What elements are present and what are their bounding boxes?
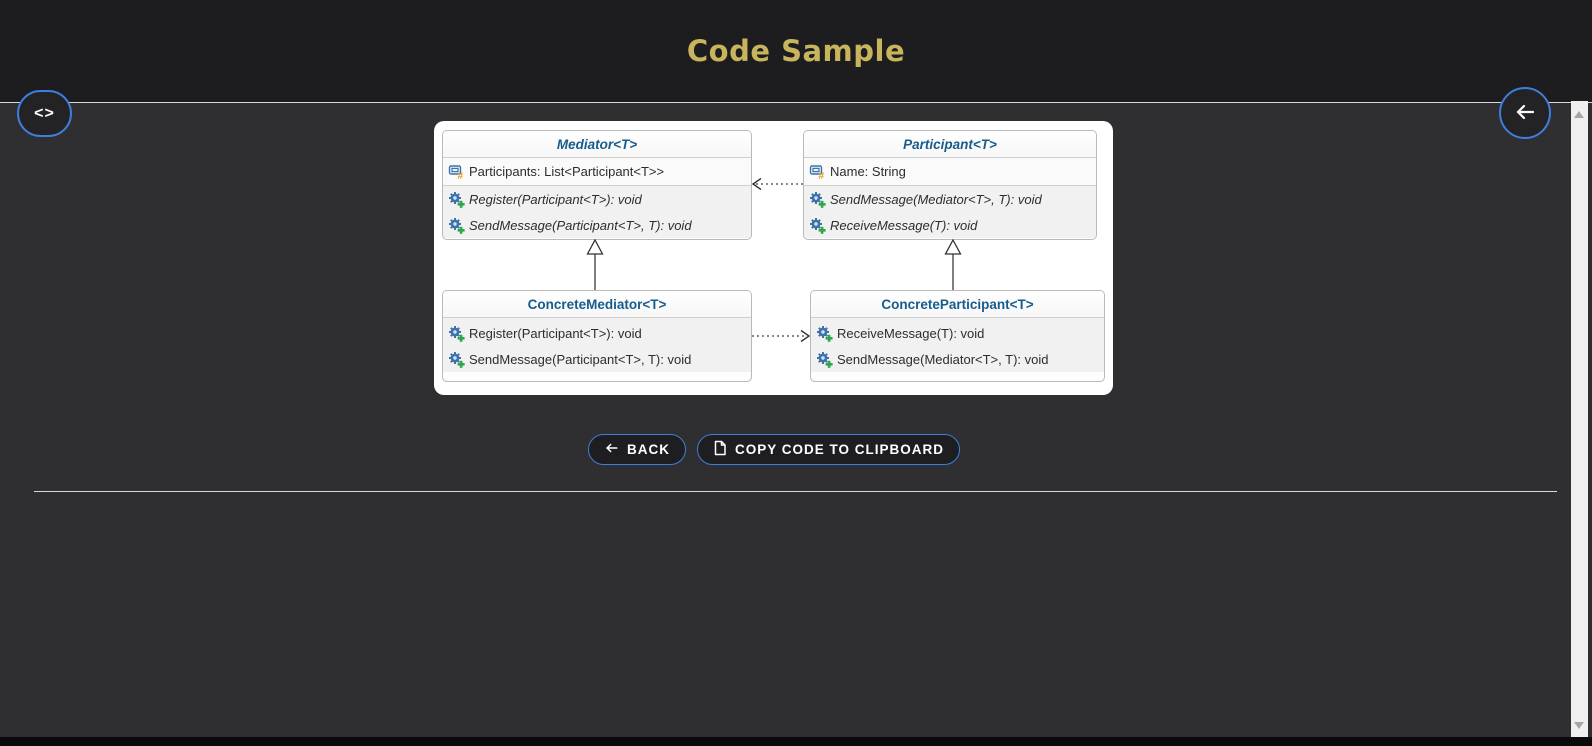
- method-icon: [448, 325, 465, 342]
- uml-class-concrete-mediator: ConcreteMediator<T> Register(Participant…: [442, 290, 752, 382]
- method-icon: [816, 351, 833, 368]
- field-icon: #: [448, 163, 465, 182]
- method-label: SendMessage(Participant<T>, T): void: [469, 351, 692, 367]
- scroll-up-icon[interactable]: [1574, 111, 1584, 118]
- class-method-row: SendMessage(Mediator<T>, T): void: [811, 346, 1104, 372]
- method-label: Register(Participant<T>): void: [469, 325, 642, 341]
- method-icon: [809, 217, 826, 234]
- class-title: Mediator<T>: [443, 131, 751, 158]
- arrow-left-icon: [604, 441, 619, 458]
- scroll-down-icon[interactable]: [1574, 722, 1584, 729]
- svg-text:#: #: [458, 171, 464, 180]
- class-method-row: SendMessage(Participant<T>, T): void: [443, 212, 751, 238]
- field-label: Participants: List<Participant<T>>: [469, 164, 665, 179]
- method-label: Register(Participant<T>): void: [469, 191, 642, 207]
- vertical-scrollbar[interactable]: [1571, 101, 1588, 737]
- method-icon: [816, 325, 833, 342]
- copy-code-button-label: COPY CODE TO CLIPBOARD: [734, 442, 945, 457]
- uml-class-participant: Participant<T> # Name: String: [803, 130, 1097, 240]
- arrow-left-icon: [1513, 100, 1537, 127]
- back-button-label: BACK: [626, 442, 670, 457]
- method-label: ReceiveMessage(T): void: [830, 217, 978, 233]
- class-method-row: SendMessage(Participant<T>, T): void: [443, 346, 751, 372]
- class-field-row: # Participants: List<Participant<T>>: [443, 158, 751, 185]
- method-label: SendMessage(Participant<T>, T): void: [469, 217, 692, 233]
- action-button-row: BACK COPY CODE TO CLIPBOARD: [0, 434, 1548, 465]
- method-label: ReceiveMessage(T): void: [837, 325, 985, 341]
- class-title: ConcreteMediator<T>: [443, 291, 751, 318]
- uml-class-concrete-participant: ConcreteParticipant<T> ReceiveMessage(T)…: [810, 290, 1105, 382]
- field-icon: #: [809, 163, 826, 182]
- method-label: SendMessage(Mediator<T>, T): void: [837, 351, 1049, 367]
- class-method-row: Register(Participant<T>): void: [443, 186, 751, 212]
- class-method-row: ReceiveMessage(T): void: [811, 320, 1104, 346]
- uml-diagram-panel: Mediator<T> # Participants: List<Partici…: [434, 121, 1113, 395]
- class-title: Participant<T>: [804, 131, 1096, 158]
- field-label: Name: String: [830, 164, 906, 179]
- method-icon: [809, 191, 826, 208]
- header-bar: Code Sample: [0, 0, 1592, 103]
- class-method-row: ReceiveMessage(T): void: [804, 212, 1096, 238]
- clipboard-file-icon: [713, 440, 727, 459]
- uml-class-mediator: Mediator<T> # Participants: List<Partici…: [442, 130, 752, 240]
- copy-code-button[interactable]: COPY CODE TO CLIPBOARD: [696, 434, 961, 465]
- view-code-button[interactable]: <>: [17, 90, 72, 137]
- svg-text:#: #: [819, 171, 825, 180]
- back-button[interactable]: BACK: [587, 434, 686, 465]
- class-method-row: SendMessage(Mediator<T>, T): void: [804, 186, 1096, 212]
- class-title: ConcreteParticipant<T>: [811, 291, 1104, 318]
- bottom-edge-strip: [0, 737, 1592, 746]
- code-brackets-icon: <>: [34, 104, 55, 122]
- method-icon: [448, 191, 465, 208]
- method-icon: [448, 217, 465, 234]
- class-field-row: # Name: String: [804, 158, 1096, 185]
- method-label: SendMessage(Mediator<T>, T): void: [830, 191, 1042, 207]
- method-icon: [448, 351, 465, 368]
- horizontal-divider: [34, 491, 1557, 492]
- class-method-row: Register(Participant<T>): void: [443, 320, 751, 346]
- back-circle-button[interactable]: [1499, 87, 1551, 139]
- page-title: Code Sample: [686, 34, 906, 68]
